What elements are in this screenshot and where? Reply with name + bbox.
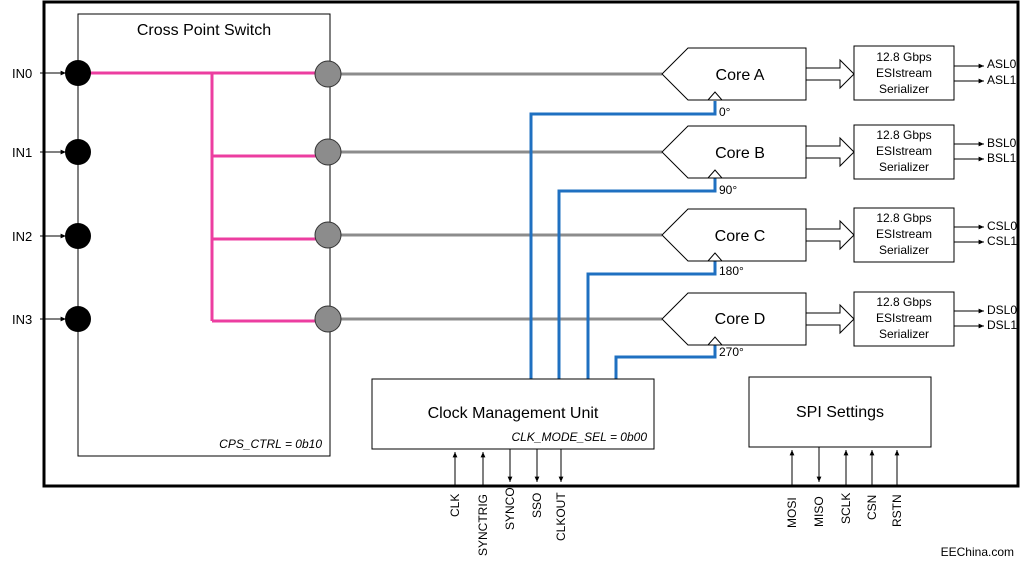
cmu-pin-clkout: CLKOUT [554, 492, 568, 541]
cross-point-switch-box [77, 13, 331, 457]
spi-pin-csn: CSN [865, 495, 879, 520]
input-node-2 [65, 223, 91, 249]
core-a-label: Core A [716, 67, 765, 84]
spi-settings-box [748, 376, 932, 448]
serializer-c-line3: Serializer [879, 243, 929, 257]
chip-boundary [42, 0, 1020, 488]
serializer-a-line2: ESIstream [876, 66, 932, 80]
serializer-b: 12.8 Gbps ESIstream Serializer [853, 124, 955, 180]
crosspoint-routing [78, 71, 328, 323]
clock-management-unit-box [371, 378, 655, 450]
core-d-phase: 270° [719, 345, 744, 359]
input-node-0 [65, 60, 91, 86]
serializer-a-line1: 12.8 Gbps [876, 50, 931, 64]
core-c-label: Core C [715, 228, 766, 245]
cmu-pin-synco: SYNCO [503, 487, 517, 530]
serializer-b-line3: Serializer [879, 160, 929, 174]
output-bsl0: BSL0 [987, 136, 1017, 150]
serializer-d-line2: ESIstream [876, 311, 932, 325]
input-label-3: IN3 [12, 312, 32, 327]
clk-mode-sel-label: CLK_MODE_SEL = 0b00 [511, 430, 647, 444]
cmu-pin-arrows [452, 449, 564, 485]
spi-pin-rstn: RSTN [890, 494, 904, 527]
output-asl0: ASL0 [987, 57, 1017, 71]
cmu-pin-synctrig: SYNCTRIG [476, 494, 490, 556]
spi-pin-arrows [789, 447, 900, 485]
watermark-text: EEChina.com [941, 545, 1014, 559]
core-b-label: Core B [715, 145, 765, 162]
serializer-a: 12.8 Gbps ESIstream Serializer [853, 45, 955, 101]
serializer-b-line2: ESIstream [876, 144, 932, 158]
serializer-c: 12.8 Gbps ESIstream Serializer [853, 207, 955, 263]
serializer-d-line1: 12.8 Gbps [876, 295, 931, 309]
core-a-phase: 0° [719, 105, 731, 119]
output-asl1: ASL1 [987, 73, 1017, 87]
output-dsl0: DSL0 [987, 303, 1017, 317]
serializer-d: 12.8 Gbps ESIstream Serializer [853, 291, 955, 347]
serializer-a-line3: Serializer [879, 82, 929, 96]
spi-pin-sclk: SCLK [839, 493, 853, 524]
serializer-c-line1: 12.8 Gbps [876, 211, 931, 225]
spi-pin-mosi: MOSI [785, 497, 799, 528]
output-csl1: CSL1 [987, 234, 1017, 248]
input-node-1 [65, 139, 91, 165]
cmu-pin-sso: SSO [530, 493, 544, 518]
input-label-2: IN2 [12, 229, 32, 244]
core-a: Core A 0° [661, 47, 807, 119]
input-connections [40, 60, 91, 332]
core-b: Core B 90° [661, 125, 807, 197]
clock-management-unit-title: Clock Management Unit [428, 405, 599, 422]
serializer-b-line1: 12.8 Gbps [876, 128, 931, 142]
core-d-label: Core D [715, 311, 766, 328]
switch-output-nodes [314, 60, 342, 333]
spi-pin-miso: MISO [812, 496, 826, 527]
serializer-d-line3: Serializer [879, 327, 929, 341]
output-csl0: CSL0 [987, 219, 1017, 233]
core-feed-lines [328, 72, 662, 321]
cps-ctrl-label: CPS_CTRL = 0b10 [219, 437, 322, 451]
output-dsl1: DSL1 [987, 318, 1017, 332]
core-c: Core C 180° [661, 208, 807, 278]
core-c-phase: 180° [719, 264, 744, 278]
core-b-phase: 90° [719, 183, 737, 197]
serializer-c-line2: ESIstream [876, 227, 932, 241]
clock-distribution-lines [529, 101, 717, 379]
input-label-1: IN1 [12, 145, 32, 160]
input-label-0: IN0 [12, 66, 32, 81]
cmu-pin-clk: CLK [448, 494, 462, 517]
cross-point-switch-title: Cross Point Switch [137, 22, 271, 39]
serial-output-arrows [954, 63, 984, 329]
spi-settings-title: SPI Settings [796, 404, 884, 421]
core-to-serializer-arrows [805, 58, 855, 335]
output-bsl1: BSL1 [987, 151, 1017, 165]
core-d: Core D 270° [661, 292, 807, 359]
input-node-3 [65, 306, 91, 332]
